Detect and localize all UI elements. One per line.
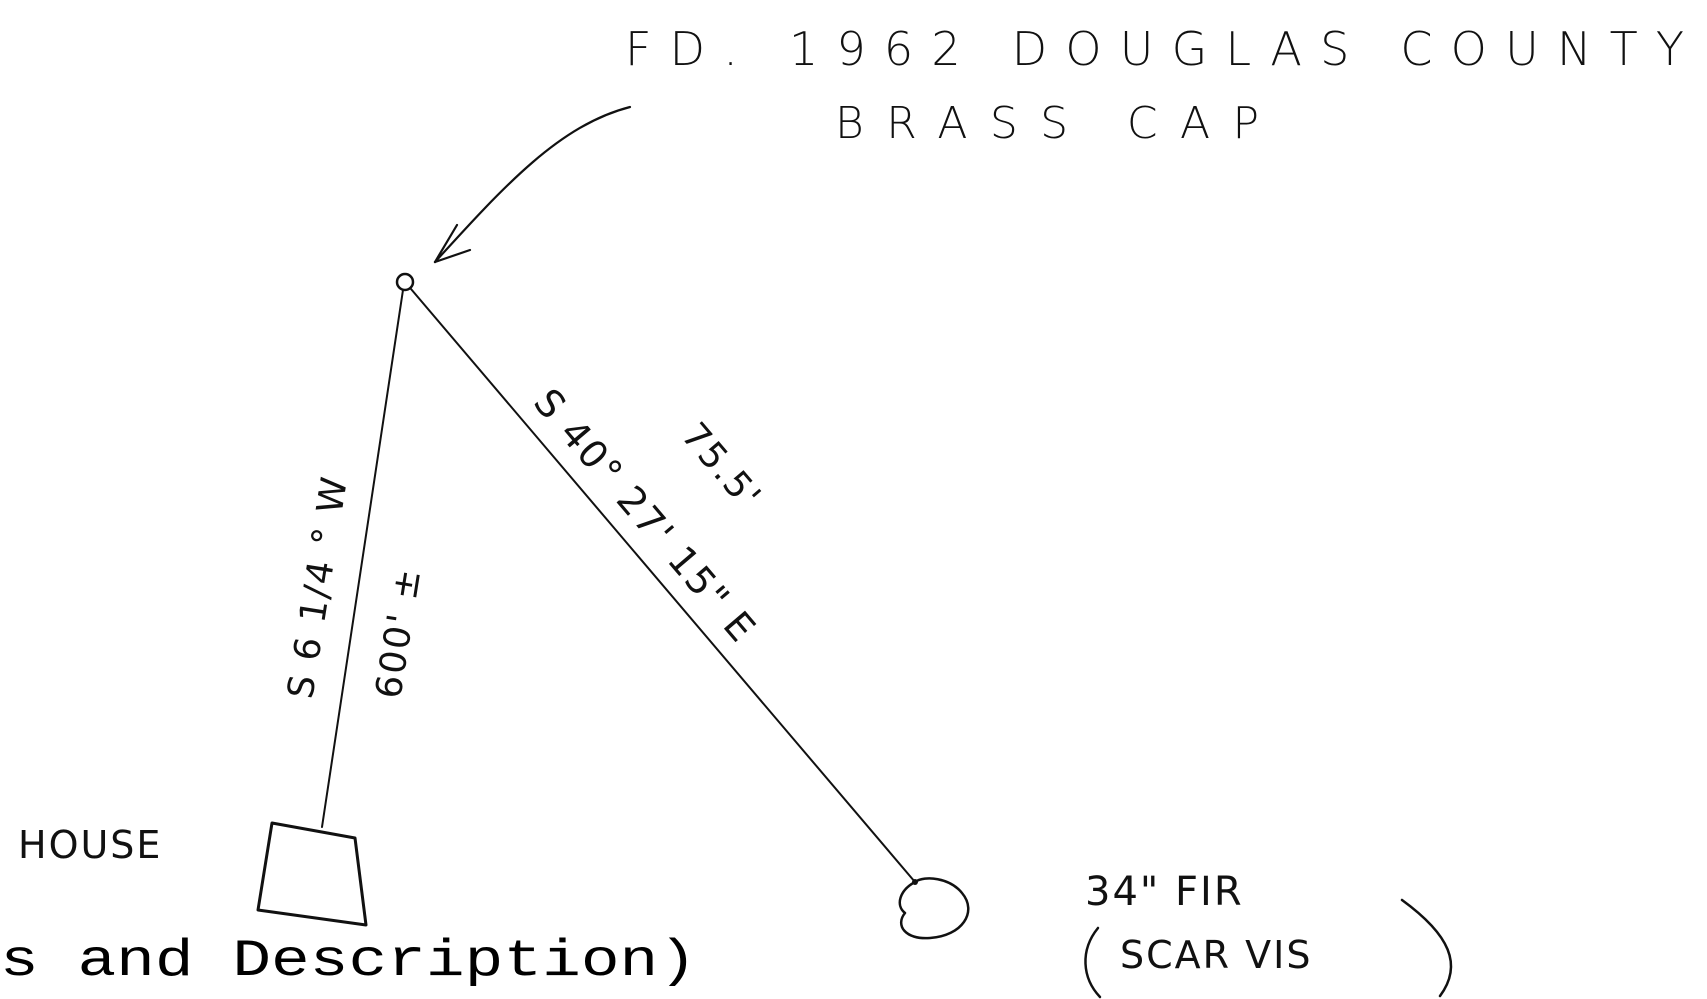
house-symbol xyxy=(256,821,368,927)
typed-caption: s and Description) xyxy=(0,932,697,991)
tie-line-house xyxy=(321,289,404,828)
monument-label-line2: BRASS CAP xyxy=(835,98,1265,149)
tree-tie-point xyxy=(912,879,918,885)
tree-bearing: S 40° 27' 15" E xyxy=(525,380,765,651)
tree-distance: 75.5' xyxy=(673,415,769,518)
tree-label-paren-right xyxy=(1400,898,1453,998)
tree-label-paren-left xyxy=(1084,926,1102,999)
tree-label-line1: 34" FIR xyxy=(1085,869,1244,915)
tree-symbol xyxy=(898,877,970,940)
pointer-arrow xyxy=(433,105,632,264)
tree-label-line2: SCAR VIS xyxy=(1120,933,1312,977)
tie-line-tree xyxy=(410,288,916,883)
house-bearing: S 6 1/4 ° W xyxy=(280,473,356,702)
monument-label-line1: FD. 1962 DOUGLAS COUNTY xyxy=(625,22,1690,76)
house-distance: 600' ± xyxy=(368,564,429,701)
house-label: HOUSE xyxy=(18,823,162,867)
monument-point xyxy=(395,272,415,292)
